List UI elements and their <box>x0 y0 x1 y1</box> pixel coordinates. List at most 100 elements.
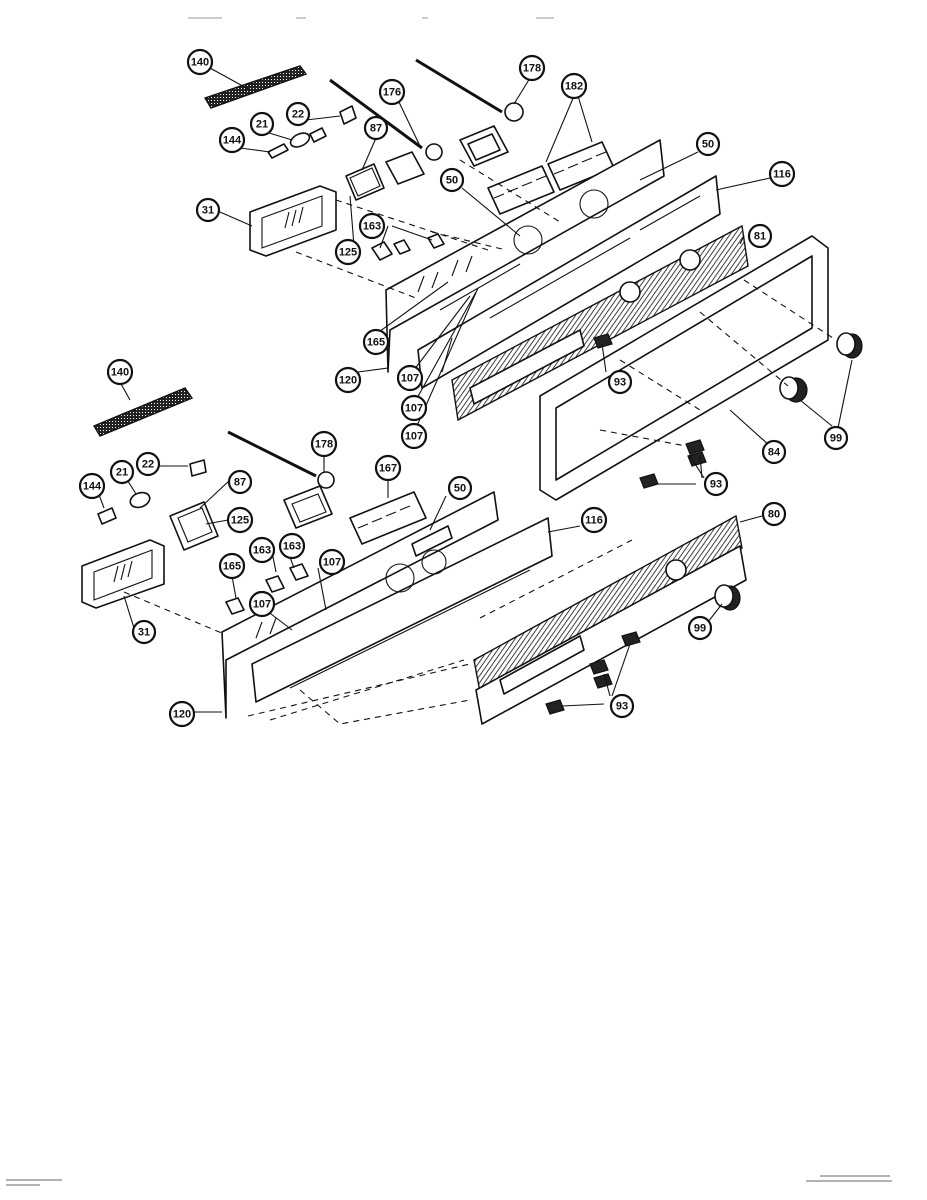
callout-144: 144 <box>78 472 106 500</box>
callout-label: 178 <box>315 439 333 451</box>
callout-165: 165 <box>218 552 246 580</box>
callout-circle <box>310 430 338 458</box>
callout-80: 80 <box>761 501 787 527</box>
callout-50: 50 <box>695 131 721 157</box>
callout-84: 84 <box>761 439 787 465</box>
control-panel-part-lower <box>251 517 553 703</box>
knob-part-lower <box>714 584 741 611</box>
callout-label: 107 <box>401 373 419 385</box>
callout-31: 31 <box>195 197 221 223</box>
callout-label: 182 <box>565 81 583 93</box>
upper-assembly <box>203 58 863 501</box>
callout-circle <box>703 471 729 497</box>
callout-circle <box>747 223 773 249</box>
callout-circle <box>580 506 608 534</box>
terminal-block-part-lower <box>349 491 427 545</box>
callout-label: 107 <box>405 431 423 443</box>
callout-144: 144 <box>218 126 246 154</box>
callout-116: 116 <box>768 160 796 188</box>
callout-circle <box>695 131 721 157</box>
callout-circle <box>106 358 134 386</box>
callout-93: 93 <box>703 471 729 497</box>
callout-label: 31 <box>202 205 214 217</box>
callout-163: 163 <box>248 536 276 564</box>
alignment-lines-lower <box>123 539 633 725</box>
callout-circle <box>396 364 424 392</box>
callout-label: 22 <box>292 109 304 121</box>
callout-circle <box>249 111 275 137</box>
callout-182: 182 <box>560 72 588 100</box>
callout-label: 81 <box>754 231 766 243</box>
callout-label: 87 <box>234 477 246 489</box>
spring-parts <box>593 333 707 489</box>
callout-circle <box>218 552 246 580</box>
callout-107: 107 <box>400 394 428 422</box>
callout-circle <box>609 693 635 719</box>
callout-circle <box>226 506 254 534</box>
callout-label: 93 <box>614 377 626 389</box>
terminal-blocks-part <box>487 141 615 215</box>
callout-label: 107 <box>253 599 271 611</box>
callout-circle <box>607 369 633 395</box>
callout-label: 163 <box>283 541 301 553</box>
callout-label: 21 <box>116 467 128 479</box>
callout-label: 140 <box>111 367 129 379</box>
callout-circle <box>248 590 276 618</box>
callout-label: 163 <box>253 545 271 557</box>
callout-163: 163 <box>358 212 386 240</box>
callout-label: 125 <box>339 247 357 259</box>
callout-label: 50 <box>446 175 458 187</box>
lamp-housing-part-lower <box>81 539 165 609</box>
lower-assembly <box>81 387 747 725</box>
trim-panel-part-lower <box>473 514 747 725</box>
callout-circle <box>362 328 390 356</box>
callout-circle <box>186 48 214 76</box>
callout-circle <box>768 160 796 188</box>
callout-label: 144 <box>223 135 242 147</box>
callout-circle <box>374 454 402 482</box>
callout-circle <box>109 459 135 485</box>
callout-21: 21 <box>249 111 275 137</box>
switch-parts-lower <box>169 501 309 615</box>
lamp-parts-lower <box>97 459 207 525</box>
backplate-part <box>385 139 665 373</box>
callout-circle <box>363 115 389 141</box>
callout-140: 140 <box>186 48 214 76</box>
spring-parts-lower <box>545 631 641 715</box>
callout-50: 50 <box>439 167 465 193</box>
callout-99: 99 <box>687 615 713 641</box>
callout-label: 165 <box>367 337 385 349</box>
callout-107: 107 <box>396 364 424 392</box>
callout-label: 93 <box>616 701 628 713</box>
callout-circle <box>285 101 311 127</box>
thermostat-parts <box>329 58 524 167</box>
lamp-parts <box>267 105 357 159</box>
callout-label: 120 <box>173 709 191 721</box>
callout-125: 125 <box>226 506 254 534</box>
callout-93: 93 <box>609 693 635 719</box>
callout-circle <box>447 475 473 501</box>
callout-22: 22 <box>285 101 311 127</box>
footer-marks <box>6 1175 892 1186</box>
callout-140: 140 <box>106 358 134 386</box>
vent-grill-part <box>203 65 308 109</box>
callout-circle <box>334 238 362 266</box>
callout-label: 22 <box>142 459 154 471</box>
callout-circle <box>761 439 787 465</box>
callout-120: 120 <box>168 700 196 728</box>
callout-label: 163 <box>363 221 381 233</box>
callout-107: 107 <box>248 590 276 618</box>
callout-120: 120 <box>334 366 362 394</box>
callout-label: 21 <box>256 119 268 131</box>
callout-label: 120 <box>339 375 357 387</box>
callout-label: 107 <box>405 403 423 415</box>
callout-176: 176 <box>378 78 406 106</box>
alignment-lines-upper <box>295 159 837 447</box>
callout-107: 107 <box>400 422 428 450</box>
callout-label: 116 <box>773 169 791 181</box>
callout-116: 116 <box>580 506 608 534</box>
callout-circle <box>439 167 465 193</box>
callout-circle <box>518 54 546 82</box>
callout-label: 167 <box>379 463 397 475</box>
callout-label: 99 <box>694 623 706 635</box>
